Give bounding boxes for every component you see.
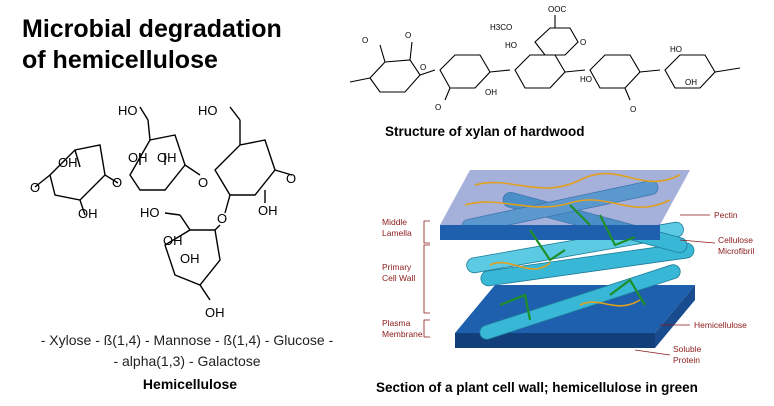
label-middle-lamella-2: Lamella	[382, 228, 412, 238]
xylan-coo: OOC	[548, 5, 566, 14]
xylan-h3co: H3CO	[490, 23, 512, 32]
xylan-o-4: O	[420, 63, 426, 72]
middle-lamella-slab	[440, 170, 690, 225]
page-title: Microbial degradation of hemicellulose	[22, 14, 352, 76]
label-soluble-protein-1: Soluble	[673, 344, 702, 354]
label-soluble-protein-2: Protein	[673, 355, 700, 365]
plasma-membrane-edge	[455, 333, 655, 348]
label-plasma-membrane-1: Plasma	[382, 318, 411, 328]
xylan-oh-2: OH	[685, 78, 697, 87]
hemi-oh-5: OH	[258, 203, 278, 218]
hemicellulose-caption: Hemicellulose	[142, 376, 238, 392]
label-cellulose-1: Cellulose	[718, 235, 753, 245]
label-primary-wall-2: Cell Wall	[382, 273, 415, 283]
xylan-o-5: O	[435, 103, 441, 112]
middle-lamella-edge	[440, 225, 660, 240]
cell-wall-diagram: Middle Lamella Primary Cell Wall Plasma …	[382, 170, 754, 365]
hemicellulose-sequence: - Xylose - ß(1,4) - Mannose - ß(1,4) - G…	[12, 330, 362, 372]
label-primary-wall-1: Primary	[382, 262, 412, 272]
xylan-ho-3: HO	[670, 45, 682, 54]
hemi-ho-2: HO	[198, 103, 218, 118]
hemi-o-link-1: O	[112, 175, 122, 190]
xylan-ho-2: HO	[580, 75, 592, 84]
xylan-o-1: O	[580, 38, 586, 47]
hemi-o-glc: O	[286, 171, 296, 186]
sequence-line-1: - Xylose - ß(1,4) - Mannose - ß(1,4) - G…	[40, 332, 334, 348]
hemi-oh-7: OH	[180, 251, 200, 266]
hemi-oh-1: OH	[58, 155, 78, 170]
xylan-caption: Structure of xylan of hardwood	[385, 124, 585, 139]
hemi-ho-3: HO	[140, 205, 160, 220]
hemi-o-link-3: O	[217, 211, 227, 226]
hemi-oh-8: OH	[205, 305, 225, 320]
xylan-o-3: O	[405, 31, 411, 40]
cell-wall-caption: Section of a plant cell wall; hemicellul…	[376, 380, 698, 395]
pectin-strands	[464, 172, 681, 307]
hemi-oh-4: OH	[157, 150, 177, 165]
sequence-line-2: - alpha(1,3) - Galactose	[113, 353, 261, 369]
title-line-1: Microbial degradation	[22, 15, 282, 43]
xylan-o-6: O	[630, 105, 636, 114]
xylan-ho-1: HO	[505, 41, 517, 50]
hemicellulose-strands	[499, 204, 646, 321]
microfibril	[480, 242, 695, 287]
hemi-o-link-2: O	[198, 175, 208, 190]
title-line-2: of hemicellulose	[22, 46, 218, 74]
hemi-oh-2: OH	[78, 206, 98, 221]
xylan-structure: OOC H3CO HO O O O O OH HO HO OH O O	[349, 5, 741, 114]
hemi-ho-1: HO	[118, 103, 138, 118]
hemi-oh-6: OH	[163, 233, 183, 248]
xylan-oh-1: OH	[485, 88, 497, 97]
label-plasma-membrane-2: Membrane	[382, 329, 423, 339]
label-middle-lamella-1: Middle	[382, 217, 407, 227]
hemi-o-xyl: O	[30, 180, 40, 195]
label-hemicellulose: Hemicellulose	[694, 320, 747, 330]
label-cellulose-2: Microfibril	[718, 246, 754, 256]
label-pectin: Pectin	[714, 210, 738, 220]
hemicellulose-structure: O OH OH O HO OH OH O HO O OH O HO OH OH …	[30, 103, 296, 320]
xylan-o-2: O	[362, 36, 368, 45]
hemi-oh-3: OH	[128, 150, 148, 165]
microfibril	[479, 264, 681, 340]
